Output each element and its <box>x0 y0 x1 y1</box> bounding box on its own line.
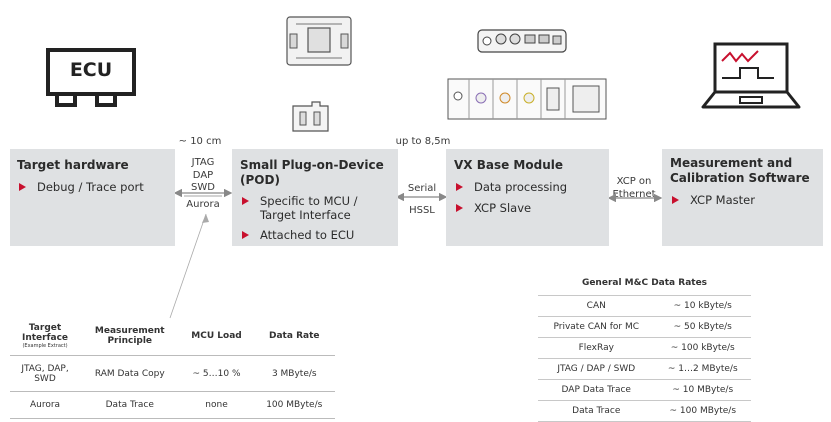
table-row: Aurora Data Trace none 100 MByte/s <box>10 391 335 419</box>
col-measurement-principle: Measurement Principle <box>94 326 165 346</box>
col-mcu-load: MCU Load <box>191 331 242 341</box>
serial-label: Serial <box>407 183 437 194</box>
pod-device-image <box>286 16 352 66</box>
table-row: JTAG, DAP, SWD RAM Data Copy ~ 5…10 % 3 … <box>10 355 335 392</box>
target-hardware-box: Target hardware Debug / Trace port <box>10 149 175 246</box>
pod-adapter-image <box>290 100 332 134</box>
pod-bullet-1: Specific to MCU / Target Interface <box>242 194 358 222</box>
ecu-icon-label: ECU <box>69 59 113 81</box>
vx-module-image <box>477 28 567 54</box>
distance-vx-label: up to 8,5m <box>395 136 451 147</box>
table-row: Data Trace~ 100 MByte/s <box>538 400 751 422</box>
table-row: CAN~ 10 kByte/s <box>538 295 751 317</box>
aurora-label: Aurora <box>186 199 220 210</box>
rates-table-title: General M&C Data Rates <box>581 278 708 288</box>
table-row: JTAG / DAP / SWD~ 1…2 MByte/s <box>538 358 751 380</box>
laptop-icon <box>700 41 802 111</box>
pod-box: Small Plug-on-Device (POD) Specific to M… <box>232 149 398 246</box>
pod-bullet-2: Attached to ECU <box>242 228 354 242</box>
distance-pod-label: ~ 10 cm <box>178 136 222 147</box>
col-data-rate: Data Rate <box>269 331 320 341</box>
jtag-dap-swd-label: JTAG DAP SWD <box>191 157 215 193</box>
target-bullet-1: Debug / Trace port <box>19 180 144 194</box>
ecu-icon: ECU <box>45 47 137 109</box>
pod-title: Small Plug-on-Device (POD) <box>240 158 384 187</box>
mc-software-box: Measurement and Calibration Software XCP… <box>662 149 823 246</box>
col-target-interface: Target Interface(Example Extract) <box>21 323 69 349</box>
vx-bullet-2: XCP Slave <box>456 201 531 215</box>
table-row: FlexRay~ 100 kByte/s <box>538 337 751 359</box>
mc-title: Measurement and Calibration Software <box>670 156 810 185</box>
vx-title: VX Base Module <box>454 158 563 172</box>
table-row: Private CAN for MC~ 50 kByte/s <box>538 316 751 338</box>
table-row: DAP Data Trace~ 10 MByte/s <box>538 379 751 401</box>
mc-bullet-1: XCP Master <box>672 193 755 207</box>
rates-table: General M&C Data Rates CAN~ 10 kByte/s P… <box>538 271 751 422</box>
target-hardware-title: Target hardware <box>17 158 129 172</box>
vx-base-module-box: VX Base Module Data processing XCP Slave <box>446 149 609 246</box>
vx-front-panel-image <box>447 78 607 120</box>
vx-bullet-1: Data processing <box>456 180 567 194</box>
interface-table: Target Interface(Example Extract) Measur… <box>10 317 335 419</box>
hssl-label: HSSL <box>409 205 435 216</box>
